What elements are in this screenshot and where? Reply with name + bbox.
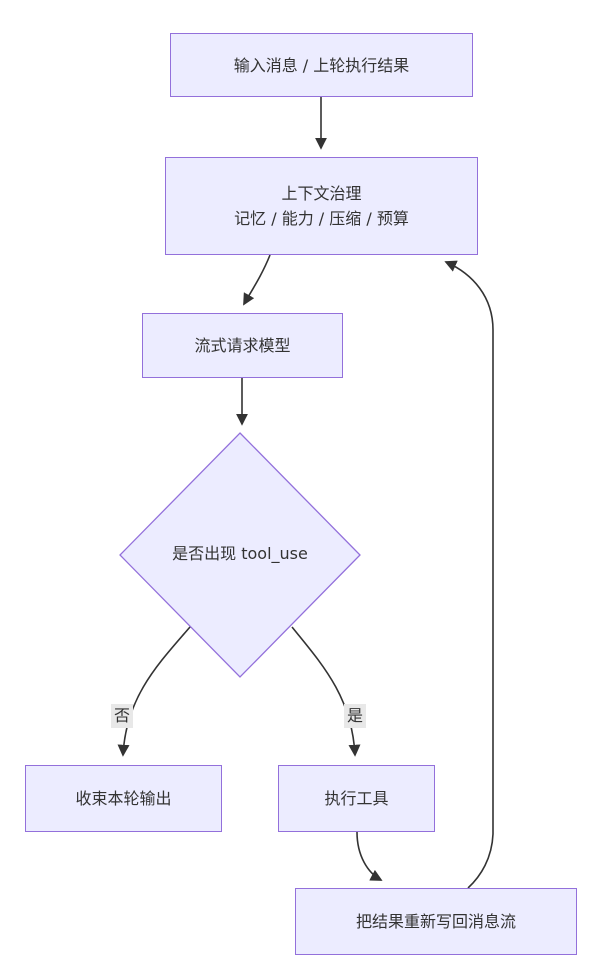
node-input-message: 输入消息 / 上轮执行结果	[170, 33, 473, 97]
node-execute-tool: 执行工具	[278, 765, 435, 832]
node-context-governance: 上下文治理 记忆 / 能力 / 压缩 / 预算	[165, 157, 478, 255]
node-stream-request-model-label: 流式请求模型	[194, 336, 291, 355]
edge-decision-to-finish	[117, 626, 191, 757]
edge-context-to-request	[243, 254, 271, 306]
decision-diamond	[119, 432, 361, 678]
node-execute-tool-label: 执行工具	[324, 789, 389, 808]
node-write-back-to-stream: 把结果重新写回消息流	[295, 888, 577, 955]
edge-label-yes: 是	[343, 704, 367, 728]
node-stream-request-model: 流式请求模型	[142, 313, 343, 378]
node-input-message-label: 输入消息 / 上轮执行结果	[233, 55, 410, 75]
node-context-governance-subtitle: 记忆 / 能力 / 压缩 / 预算	[234, 209, 409, 228]
edge-decision-to-tool	[291, 626, 361, 757]
edge-tool-to-writeback	[356, 831, 383, 881]
node-finish-round-output: 收束本轮输出	[25, 765, 222, 832]
edge-label-no: 否	[110, 704, 134, 728]
node-decision-tool-use-label: 是否出现 tool_use	[172, 544, 308, 563]
node-context-governance-title: 上下文治理	[281, 184, 362, 203]
node-finish-round-output-label: 收束本轮输出	[75, 789, 172, 808]
node-write-back-to-stream-label: 把结果重新写回消息流	[355, 912, 516, 931]
edge-writeback-to-context	[444, 260, 494, 889]
